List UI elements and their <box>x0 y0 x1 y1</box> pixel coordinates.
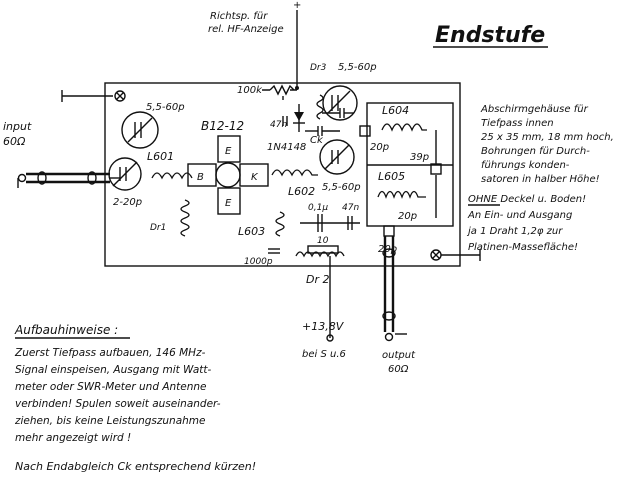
aufbau-heading: Aufbauhinweise : <box>14 323 118 337</box>
l603-label: L603 <box>238 225 265 238</box>
trimmer-top-left <box>121 111 159 149</box>
supply-label: +13,8V <box>302 320 345 333</box>
c01u-label: 0,1μ <box>308 203 328 213</box>
supply-terminal <box>326 334 334 342</box>
c39p-label: 39p <box>410 152 429 163</box>
dr3-inductor <box>316 94 324 120</box>
mounting-hole-top-left <box>114 90 126 102</box>
output-coax <box>382 236 407 342</box>
base-label: B <box>197 172 204 183</box>
richtsp-label-2: rel. HF-Anzeige <box>208 24 284 35</box>
diode <box>293 104 305 132</box>
note-line-3: Bohrungen für Durch- <box>481 146 590 157</box>
richtsp-dot <box>295 86 299 90</box>
aufbau-line-1: Signal einspeisen, Ausgang mit Watt- <box>15 364 212 376</box>
cap-top-shield <box>322 108 354 118</box>
c20p-a-label: 20p <box>370 142 389 153</box>
decoupling-caps <box>300 214 360 232</box>
pot-resistor <box>269 84 295 96</box>
diode-label: 1N4148 <box>267 142 306 153</box>
title: Endstufe <box>435 23 545 48</box>
input-label-1: input <box>3 120 32 133</box>
aufbau-line-3: verbinden! Spulen soweit auseinander- <box>15 398 221 410</box>
trim-top-right-label: 5,5-60p <box>338 62 377 73</box>
input-coax <box>17 171 120 188</box>
output-label-2: 60Ω <box>388 364 409 375</box>
cap-47n-b-label: 47n <box>342 203 359 213</box>
note-line-7: An Ein- und Ausgang <box>467 210 572 221</box>
l601-label: L601 <box>147 150 174 163</box>
shield-note: Abschirmgehäuse für Tiefpass innen 25 x … <box>466 104 614 253</box>
transistor-body <box>187 135 269 215</box>
l602-label: L602 <box>288 185 315 198</box>
note-line-5: satoren in halber Höhe! <box>481 174 600 185</box>
c1000p-label: 1000p <box>244 257 273 267</box>
l605-label: L605 <box>378 170 405 183</box>
trim-right-label: 5,5-60p <box>322 182 361 193</box>
aufbau-line-0: Zuerst Tiefpass aufbauen, 146 MHz- <box>14 347 206 359</box>
input-label-2: 60Ω <box>3 135 26 148</box>
dr2-label: Dr 2 <box>306 273 330 286</box>
feedthrough-in <box>359 125 371 137</box>
dr3-label: Dr3 <box>310 63 327 73</box>
trim-top-left-label: 5,5-60p <box>146 102 185 113</box>
trimmer-left <box>108 157 142 191</box>
bei-label: bei S u.6 <box>302 349 346 360</box>
aufbau-line-2: meter oder SWR-Meter und Antenne <box>15 381 207 393</box>
pot-leads <box>262 89 297 100</box>
richtsp-label-1: Richtsp. für <box>210 11 268 22</box>
l604-label: L604 <box>382 104 409 117</box>
dr2-inductor <box>295 251 345 258</box>
l603-inductor <box>275 211 285 237</box>
note-line-1: Tiefpass innen <box>481 118 554 129</box>
trim-left-label: 2-20p <box>113 197 142 208</box>
note-line-9: Platinen-Massefläche! <box>468 242 578 253</box>
dr1-label: Dr1 <box>150 223 166 233</box>
aufbau-text: Zuerst Tiefpass aufbauen, 146 MHz- Signa… <box>14 347 221 444</box>
aufbau-final: Nach Endabgleich Ck entsprechend kürzen! <box>15 460 256 473</box>
output-label-1: output <box>382 350 416 361</box>
trimmer-top-right <box>322 85 358 121</box>
note-line-2: 25 x 35 mm, 18 mm hoch, <box>481 132 614 143</box>
emitter-bottom-label: E <box>225 198 232 209</box>
note-line-4: führungs konden- <box>481 160 570 171</box>
l604-inductor <box>381 123 427 132</box>
pot-label: 100k <box>237 85 263 96</box>
cap-39p <box>430 130 442 175</box>
l601-inductor <box>151 172 193 180</box>
cap-47n-a-label: 47n <box>270 120 287 130</box>
mounting-hole-bottom-right <box>430 249 481 261</box>
resistor-10 <box>307 245 339 254</box>
l605-inductor <box>377 190 426 199</box>
dr1-inductor <box>180 199 190 237</box>
emitter-top-label: E <box>225 146 232 157</box>
collector-label: K <box>251 172 259 183</box>
c20p-b-label: 20p <box>398 211 417 222</box>
cap-1000p <box>268 248 280 254</box>
trimmer-right <box>319 139 355 175</box>
note-line-8: ja 1 Draht 1,2φ zur <box>466 226 563 237</box>
plus-sign: + <box>293 0 301 11</box>
note-line-0: Abschirmgehäuse für <box>480 104 589 115</box>
ck-label: Ck <box>310 135 324 146</box>
l602-inductor <box>271 169 318 177</box>
feedthrough-out <box>383 225 395 237</box>
cap-ck <box>305 126 340 136</box>
note-line-6: OHNE Deckel u. Boden! <box>468 194 586 205</box>
aufbau-line-4: ziehen, bis keine Leistungszunahme <box>14 415 206 427</box>
r10-label: 10 <box>317 236 329 246</box>
aufbau-line-5: mehr angezeigt wird ! <box>15 432 131 444</box>
transistor-label: B12-12 <box>201 119 244 133</box>
